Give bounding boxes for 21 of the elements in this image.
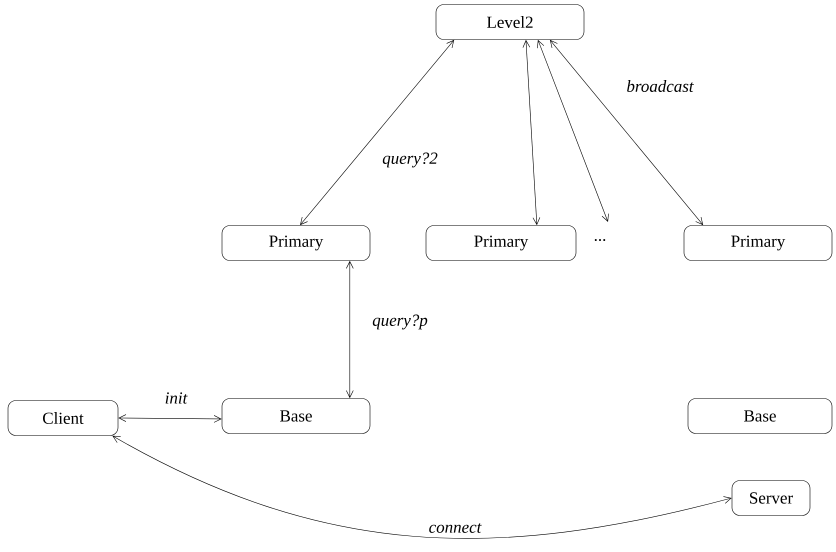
process-box: Server xyxy=(732,480,810,516)
process-box: Primary xyxy=(426,225,576,261)
process-box: Level2 xyxy=(436,4,584,40)
edge-label: broadcast xyxy=(625,79,695,93)
ellipsis-label: ... xyxy=(594,239,606,241)
arrow xyxy=(346,260,354,398)
process-box: Base xyxy=(688,398,832,434)
arrow xyxy=(537,40,609,222)
edge-label: query?p xyxy=(371,314,429,330)
process-box: Base xyxy=(222,398,370,434)
edge-label: query?2 xyxy=(381,152,439,168)
arrow xyxy=(550,40,704,226)
arrow xyxy=(118,414,222,423)
process-box: Client xyxy=(8,400,118,436)
process-box: Primary xyxy=(222,225,370,261)
process-box: Primary xyxy=(684,225,832,261)
arrow xyxy=(300,40,454,226)
arrow xyxy=(112,436,732,539)
edge-label: init xyxy=(164,391,188,405)
edge-label: connect xyxy=(428,522,482,534)
arrow xyxy=(522,40,540,226)
